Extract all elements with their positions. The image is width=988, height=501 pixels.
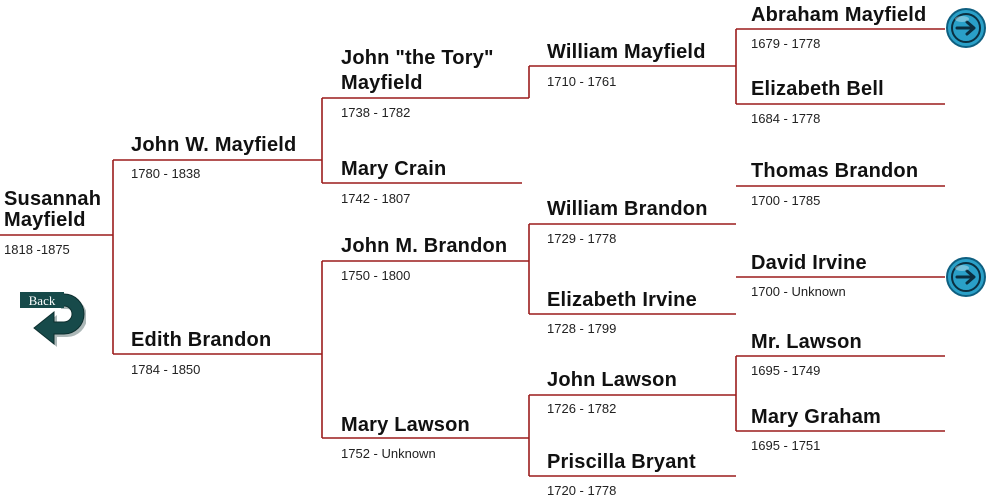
person-name: William Mayfield <box>547 41 706 63</box>
person-name: Elizabeth Bell <box>751 78 884 100</box>
person-dates: 1780 - 1838 <box>131 166 201 181</box>
person-name: William Brandon <box>547 198 708 220</box>
person-dates: 1710 - 1761 <box>547 74 617 89</box>
person-dates: 1750 - 1800 <box>341 268 411 283</box>
person-dates: 1695 - 1749 <box>751 363 821 378</box>
person-dates: 1729 - 1778 <box>547 231 617 246</box>
person-name: Susannah Mayfield <box>4 188 102 231</box>
person-name: Thomas Brandon <box>751 160 919 182</box>
person-name: Priscilla Bryant <box>547 451 696 473</box>
person-dates: 1695 - 1751 <box>751 438 821 453</box>
person-name: John "the Tory" Mayfield <box>341 47 494 94</box>
person-name: Edith Brandon <box>131 329 272 351</box>
person-dates: 1700 - Unknown <box>751 284 846 299</box>
back-arrow-icon <box>20 292 86 347</box>
person-dates: 1700 - 1785 <box>751 193 821 208</box>
person-name: John M. Brandon <box>341 235 508 257</box>
person-dates: 1679 - 1778 <box>751 36 821 51</box>
person-name: Mr. Lawson <box>751 331 862 353</box>
forward-arrow-icon <box>946 8 986 48</box>
back-button-label: Back <box>28 293 56 308</box>
person-dates: 1720 - 1778 <box>547 483 617 498</box>
person-name: David Irvine <box>751 252 867 274</box>
person-dates: 1784 - 1850 <box>131 362 201 377</box>
person-name: Mary Graham <box>751 406 882 428</box>
forward-arrow-icon <box>946 257 986 297</box>
person-name: John W. Mayfield <box>131 134 297 156</box>
forward-button-david-irvine[interactable] <box>945 256 987 298</box>
person-name: Mary Lawson <box>341 414 470 436</box>
person-name: John Lawson <box>547 369 677 391</box>
person-name: Abraham Mayfield <box>751 4 927 26</box>
person-dates: 1742 - 1807 <box>341 191 411 206</box>
person-dates: 1818 -1875 <box>4 242 70 257</box>
person-dates: 1738 - 1782 <box>341 105 411 120</box>
person-dates: 1684 - 1778 <box>751 111 821 126</box>
back-button[interactable]: Back <box>18 290 86 356</box>
forward-button-abraham-mayfield[interactable] <box>945 7 987 49</box>
person-name: Mary Crain <box>341 158 447 180</box>
person-name: Elizabeth Irvine <box>547 289 697 311</box>
person-dates: 1726 - 1782 <box>547 401 617 416</box>
person-dates: 1728 - 1799 <box>547 321 617 336</box>
person-dates: 1752 - Unknown <box>341 446 436 461</box>
